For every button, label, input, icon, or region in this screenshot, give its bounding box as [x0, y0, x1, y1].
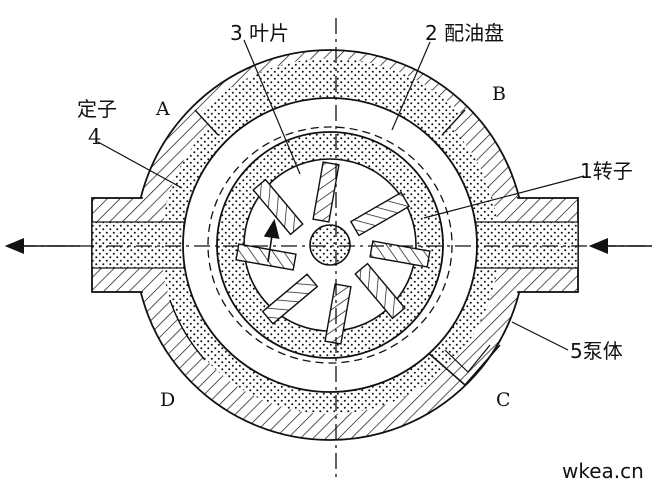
vane: [235, 243, 297, 271]
center-lines: [20, 18, 645, 480]
label-point-a: A: [155, 98, 170, 120]
vane: [261, 273, 319, 325]
label-point-b: B: [492, 83, 506, 105]
label-stator-num: 4: [88, 125, 101, 149]
label-port-plate: 2 配油盘: [425, 21, 504, 45]
label-vane: 3 叶片: [230, 21, 289, 45]
label-pump-body: 5泵体: [570, 339, 623, 363]
leader-lines: [97, 39, 585, 351]
fluid-passages: [91, 58, 579, 414]
vane: [354, 262, 406, 320]
label-point-d: D: [160, 389, 175, 411]
vane: [252, 178, 304, 236]
label-rotor: 1转子: [580, 159, 633, 183]
rotation-arrow: [263, 218, 280, 263]
label-point-c: C: [496, 389, 511, 411]
vane: [312, 161, 340, 223]
vane: [349, 191, 411, 237]
watermark: wkea.cn: [562, 459, 644, 483]
vane: [324, 283, 352, 345]
label-stator-cn: 定子: [77, 97, 117, 121]
vanes: [235, 161, 431, 345]
